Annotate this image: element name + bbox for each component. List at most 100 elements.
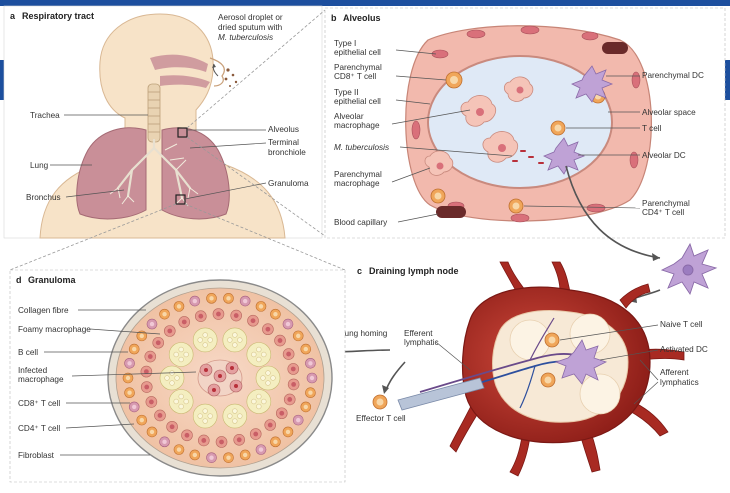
granuloma-cell-nucleus — [258, 447, 264, 452]
lipid-droplet — [256, 356, 262, 363]
granuloma-cell-nucleus — [148, 399, 154, 405]
t-cell-label-b: T cell — [642, 124, 662, 133]
terminal-bronchiole-label-2: bronchiole — [268, 148, 306, 157]
granuloma-cell-nucleus — [192, 298, 198, 304]
intracellular-bacilli — [234, 384, 238, 388]
foamy-macrophage — [222, 403, 248, 429]
panel-b-alveolus: b Alveolus Type I epithelial cell Parenc… — [324, 7, 726, 239]
granuloma-cell-nucleus — [149, 321, 155, 327]
lipid-droplet — [265, 370, 271, 376]
granuloma-cell-nucleus — [236, 437, 242, 443]
lipid-droplet — [260, 375, 266, 381]
afferent-label-2: lymphatics — [660, 378, 699, 387]
alveolus-inset-marker — [177, 127, 188, 138]
lung-label: Lung — [30, 161, 49, 170]
dc-migration-arrow — [565, 165, 661, 259]
b-cell-label: B cell — [18, 348, 38, 357]
lipid-droplet — [256, 393, 262, 400]
granuloma-cell-nucleus — [149, 429, 155, 435]
parenchymal-macrophage-label-1: Parenchymal — [334, 170, 382, 179]
panel-d-title: Granuloma — [28, 275, 77, 285]
fibroblast-label: Fibroblast — [18, 451, 55, 460]
naive-t-cell-label: Naive T cell — [660, 320, 703, 329]
granuloma-cell-nucleus — [253, 431, 259, 437]
lipid-droplet — [207, 337, 213, 343]
granuloma-cell-nucleus — [144, 384, 150, 390]
aerosol-label-3: M. tuberculosis — [218, 33, 273, 42]
lipid-droplet — [169, 380, 175, 386]
granuloma-cell-nucleus — [125, 375, 131, 381]
granuloma-cell-nucleus — [285, 321, 291, 327]
cd8-label-2: CD8⁺ T cell — [334, 72, 376, 81]
lipid-droplet — [164, 375, 170, 381]
granuloma-cell-nucleus — [285, 429, 291, 435]
granuloma-cell-nucleus — [303, 346, 308, 352]
granuloma-cell-nucleus — [192, 452, 198, 458]
capillary-label: Blood capillary — [334, 218, 388, 227]
granuloma-cell-nucleus — [250, 318, 256, 324]
granuloma-cell-nucleus — [219, 439, 224, 445]
lipid-droplet — [174, 375, 180, 381]
lipid-droplet — [202, 408, 208, 414]
aerosol-label-1: Aerosol droplet or — [218, 13, 283, 22]
right-lung — [161, 127, 230, 220]
type2-label-2: epithelial cell — [334, 97, 381, 106]
lipid-droplet — [270, 375, 276, 381]
dendritic-cells-b — [543, 65, 614, 175]
mtb-label: M. tuberculosis — [334, 143, 389, 152]
lipid-droplet — [256, 346, 262, 353]
foamy-macrophage-label: Foamy macrophage — [18, 325, 91, 334]
granuloma-cell-nucleus — [198, 313, 204, 319]
granuloma-cell-nucleus — [216, 311, 221, 317]
granuloma-cell-nucleus — [169, 424, 175, 430]
granuloma-cell-nucleus — [184, 432, 190, 438]
alveolus-label: Alveolus — [268, 125, 299, 134]
lipid-droplet — [232, 342, 238, 348]
lipid-droplet — [197, 337, 203, 343]
granuloma-cell-nucleus — [181, 319, 187, 325]
foamy-macrophage — [222, 327, 248, 353]
foamy-macrophage — [159, 365, 185, 391]
lipid-droplet — [232, 332, 238, 338]
granuloma-cell-nucleus — [290, 366, 296, 372]
activated-dc-label: Activated DC — [660, 345, 708, 354]
granuloma-cell-nucleus — [176, 304, 182, 309]
panel-c-lymph-node: c Draining lymph node — [324, 261, 708, 477]
granuloma-cell-nucleus — [273, 311, 278, 317]
bronchus-label: Bronchus — [26, 193, 61, 202]
alveolar-space-label: Alveolar space — [642, 108, 696, 117]
panel-c-title: Draining lymph node — [369, 266, 459, 276]
alveolar-macrophage-label-1: Alveolar — [334, 112, 364, 121]
granuloma-cell-nucleus — [273, 439, 278, 445]
granuloma-cell-nucleus — [242, 452, 248, 458]
granuloma-cell-nucleus — [162, 439, 167, 445]
aerosol-label-2: dried sputum with — [218, 23, 283, 32]
foamy-macrophage — [255, 365, 281, 391]
granuloma-cell-nucleus — [147, 354, 153, 359]
efferent-label-1: Efferent — [404, 329, 433, 338]
granuloma-cell-nucleus — [265, 326, 271, 332]
granuloma-cell-nucleus — [291, 381, 297, 387]
cd4-t-cell-label-d: CD4⁺ T cell — [18, 424, 60, 433]
panel-c-letter: c — [357, 266, 362, 276]
efferent-label-2: lymphatic — [404, 338, 439, 347]
lipid-droplet — [202, 342, 208, 348]
lipid-droplet — [232, 408, 238, 414]
zoom-lines — [9, 9, 346, 271]
granuloma-cell-nucleus — [226, 455, 231, 460]
lipid-droplet — [237, 337, 243, 343]
granuloma-cell-nucleus — [162, 311, 167, 317]
epithelial-nuclei — [411, 25, 641, 223]
effector-t-cell-label: Effector T cell — [356, 414, 406, 423]
granuloma-cell-nucleus — [132, 346, 137, 352]
granuloma-cell-nucleus — [167, 328, 173, 334]
panel-b-letter: b — [331, 13, 337, 23]
mtb-bacilli — [512, 150, 544, 164]
intracellular-bacilli — [204, 368, 208, 372]
foamy-macrophage — [192, 327, 218, 353]
lipid-droplet — [207, 413, 213, 419]
lipid-droplet — [251, 398, 257, 405]
granuloma-cell-nucleus — [242, 298, 248, 304]
lipid-droplet — [227, 413, 233, 419]
